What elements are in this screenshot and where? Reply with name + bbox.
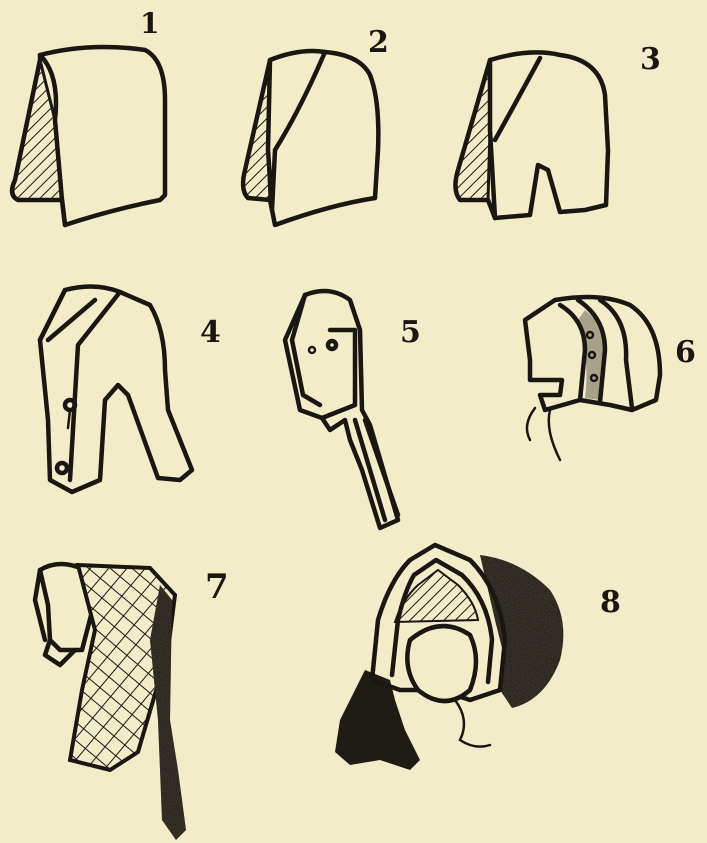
figure-label-8: 8 xyxy=(600,588,621,618)
figure-label-3: 3 xyxy=(640,45,661,75)
figure-label-5: 5 xyxy=(400,318,421,348)
figure-label-6: 6 xyxy=(675,338,696,368)
figure-label-7: 7 xyxy=(205,570,229,604)
figure-label-1: 1 xyxy=(140,10,159,38)
figure-1-drawing xyxy=(12,47,165,225)
figure-8-drawing xyxy=(335,545,563,770)
figure-3-drawing xyxy=(455,52,608,218)
figure-5-drawing xyxy=(285,291,398,528)
figure-2-drawing xyxy=(243,51,378,225)
figure-label-4: 4 xyxy=(200,318,221,348)
figure-4-drawing xyxy=(40,286,192,492)
figure-label-2: 2 xyxy=(368,28,389,58)
figure-7-drawing xyxy=(35,564,186,840)
figure-6-drawing xyxy=(525,297,660,460)
